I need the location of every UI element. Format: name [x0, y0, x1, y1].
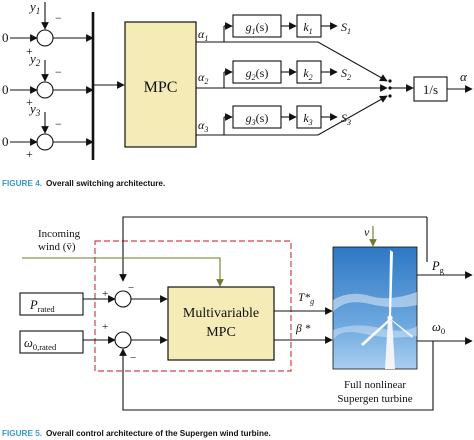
s1-label: S1: [341, 20, 351, 36]
figure-5-diagram: Incoming wind (v̄) Prated + − ω0,rated +…: [2, 216, 473, 438]
k2-label: k2: [303, 66, 312, 82]
y2-label: y2: [28, 51, 41, 68]
input-zero-2: 0: [2, 82, 9, 97]
integrator-block: [413, 76, 448, 102]
s3-label: S3: [341, 111, 351, 127]
pitch-demand-label: β *: [295, 323, 311, 335]
mpc-label-line-1: Multivariable: [183, 306, 259, 321]
input-zero-3: 0: [2, 134, 9, 149]
plus-sign-3: +: [26, 147, 33, 161]
mpc-block: [124, 21, 197, 148]
p-rated-label: Prated: [29, 298, 55, 314]
alpha2-label: α2: [198, 70, 208, 86]
minus-sign-2: −: [55, 65, 62, 79]
minus-sign-3: −: [55, 117, 62, 131]
incoming-wind-label-1: Incoming: [38, 228, 81, 240]
turbine-label-line-2: Supergen turbine: [337, 393, 412, 405]
omega0-output-label: ω0: [432, 320, 445, 336]
integrator-label: 1/s: [423, 82, 438, 97]
sum-junction-2: [36, 81, 54, 99]
wind-speed-v-label: v: [364, 225, 370, 239]
input-row-3: 0 y3 − +: [2, 101, 94, 161]
alpha3-label: α3: [198, 118, 208, 134]
turbine-label-line-1: Full nonlinear: [344, 379, 406, 391]
plus-sign-speed: +: [102, 321, 108, 333]
y1-label: y1: [28, 0, 40, 16]
multivariable-mpc-block: [167, 286, 275, 361]
g2-label: g2(s): [246, 66, 269, 82]
incoming-wind-label-2: wind (v̄): [38, 241, 76, 253]
omega-rated-block: [19, 330, 84, 354]
torque-demand-label: T*g: [298, 292, 314, 306]
sum-junction-3: [36, 133, 54, 151]
s2-label: S2: [341, 66, 351, 82]
figure-4-caption: FIGURE 4.Overall switching architecture.: [2, 179, 165, 188]
y3-label: y3: [28, 101, 41, 118]
alpha-output-label: α: [460, 69, 468, 84]
feedback-top-loop: [119, 216, 427, 282]
input-zero-1: 0: [2, 30, 9, 45]
sum-junction-speed: [114, 331, 132, 349]
channel-2: α2 g2(s) k2 S2: [196, 60, 388, 92]
selector-switch: [388, 79, 403, 98]
sum-junction-1: [36, 29, 54, 47]
omega-rated-label: ω0,rated: [24, 336, 57, 352]
g1-label: g1(s): [246, 20, 269, 36]
channel-1: α1 g1(s) k1 S1: [196, 14, 388, 82]
plus-sign-power: +: [102, 288, 108, 300]
alpha1-label: α1: [198, 27, 208, 43]
channel-3: α3 g3(s) k3 S3: [196, 95, 388, 136]
controller-dashed-boundary: [94, 240, 292, 372]
plus-sign-2: +: [26, 95, 33, 109]
minus-sign-1: −: [55, 11, 62, 25]
g3-label: g3(s): [246, 111, 269, 127]
input-row-1: 0 y1 − +: [2, 0, 94, 58]
k3-label: k3: [303, 111, 312, 127]
wind-signal-arrow: [22, 257, 224, 287]
wind-turbine-image: [332, 246, 418, 370]
figure-5-caption: FIGURE 5.Overall control architecture of…: [2, 429, 271, 438]
pg-output-label: Pg: [431, 259, 445, 275]
p-rated-block: [19, 292, 84, 316]
k1-label: k1: [303, 20, 312, 36]
mpc-label: MPC: [144, 79, 178, 96]
minus-sign-speed: −: [130, 352, 136, 364]
plus-sign-1: +: [26, 44, 33, 58]
feedback-bottom-loop: [119, 341, 434, 411]
input-row-2: 0 y2 − +: [2, 51, 94, 109]
mpc-label-line-2: MPC: [206, 325, 236, 340]
figure-4-diagram: 0 y1 − + 0 y2 − + 0 y3 − +: [2, 0, 473, 188]
minus-sign-power: −: [128, 282, 134, 294]
